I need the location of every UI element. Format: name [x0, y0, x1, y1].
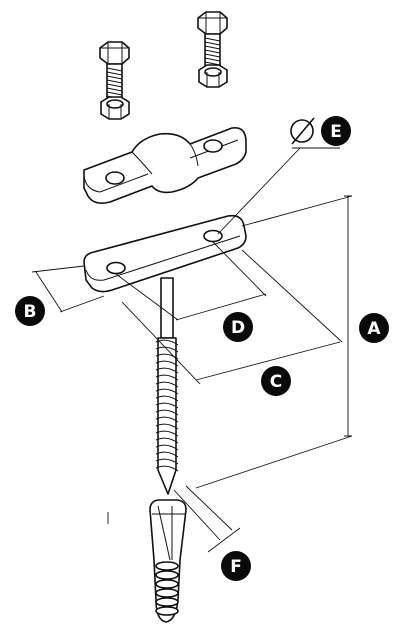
- label-d: D: [231, 318, 245, 338]
- thread-line: [155, 423, 179, 430]
- thread-line: [155, 451, 179, 458]
- thread-line: [155, 402, 179, 409]
- thread-line: [155, 339, 179, 346]
- plug-rib: [155, 570, 179, 580]
- label-e: E: [330, 122, 342, 142]
- bolt-left: [99, 41, 130, 120]
- bolt-right: [197, 11, 228, 88]
- thread-line: [155, 416, 179, 423]
- diameter-symbol: [290, 117, 315, 145]
- label-badge-c: C: [261, 366, 291, 396]
- dimension-c-lines: [121, 249, 343, 385]
- plug-rib: [155, 588, 179, 598]
- thread-line: [155, 395, 179, 402]
- dimension-d-lines: [115, 241, 267, 321]
- thread-line: [155, 388, 179, 395]
- thread-line: [155, 346, 179, 353]
- label-c: C: [270, 372, 282, 392]
- thread-line: [155, 437, 179, 444]
- thread-line: [155, 353, 179, 360]
- label-badge-a: A: [359, 313, 389, 343]
- plug-rib: [155, 561, 179, 571]
- thread-line: [155, 381, 179, 388]
- label-f: F: [230, 557, 242, 577]
- thread-line: [155, 374, 179, 381]
- label-b: B: [24, 302, 37, 322]
- wall-plug: [149, 499, 187, 623]
- thread-line: [155, 367, 179, 374]
- thread-line: [155, 465, 179, 472]
- screw: [155, 277, 179, 495]
- flat-mounting-plate: [83, 214, 247, 293]
- dimension-a-lines: [195, 195, 353, 489]
- plug-rib: [155, 579, 179, 589]
- thread-line: [155, 409, 179, 416]
- label-badge-b: B: [15, 296, 45, 326]
- dimension-b-lines: [31, 265, 105, 313]
- plug-rib: [155, 606, 179, 616]
- label-a: A: [367, 319, 381, 339]
- wall-plug-ribs: [155, 561, 179, 616]
- label-badge-e: E: [321, 116, 351, 146]
- thread-line: [155, 360, 179, 367]
- clamp-plate: [83, 126, 247, 204]
- dimension-e-leader: [217, 147, 340, 235]
- thread-line: [155, 430, 179, 437]
- dimension-f-lines: [173, 485, 241, 553]
- thread-line: [155, 458, 179, 465]
- plug-rib: [155, 597, 179, 607]
- thread-line: [155, 444, 179, 451]
- label-badge-d: D: [223, 312, 253, 342]
- label-badge-f: F: [221, 551, 251, 581]
- screw-thread: [155, 339, 179, 472]
